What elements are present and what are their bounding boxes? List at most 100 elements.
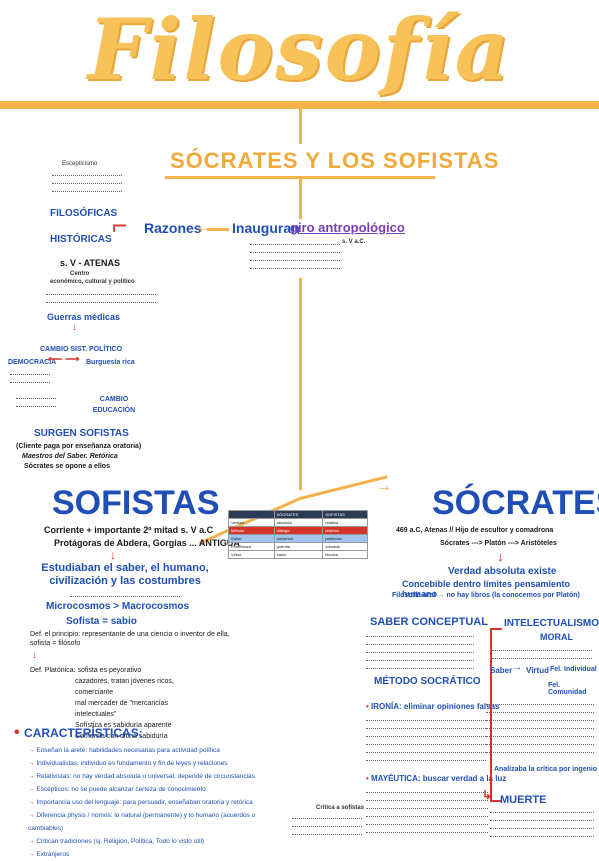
subtitle: SÓCRATES Y LOS SOFISTAS xyxy=(170,148,500,173)
def-principio: Def. el principio: representante de una … xyxy=(30,631,230,647)
felicidad: Fel. Individual xyxy=(550,666,597,673)
muerte: MUERTE xyxy=(500,794,547,806)
concebible: Concebible dentro límites pensamiento hu… xyxy=(402,579,571,599)
title-underline xyxy=(0,101,599,109)
subtitle-underline xyxy=(165,176,435,179)
table-cell: saber xyxy=(273,550,324,559)
razones-label: Razones xyxy=(144,220,202,236)
mayeutica-notes xyxy=(366,788,488,833)
razones-bracket-icon: ⌐ xyxy=(112,210,128,240)
surgen-line1: (Cliente paga por enseñanza oratoria) xyxy=(16,443,142,450)
table-cell: particular xyxy=(322,534,368,543)
def-line: mal mercader de "mercancías intelectuale… xyxy=(75,700,169,718)
table-cell: SOFISTAS xyxy=(322,510,368,519)
table-cell: gratuita xyxy=(273,542,324,551)
ironia-notes xyxy=(366,716,486,761)
sofista-sabio: Sofista = sabio xyxy=(66,616,137,627)
critica-notes xyxy=(292,814,362,835)
inauguran-label: Inauguran xyxy=(232,220,300,236)
def-platonica: Def. Platónica: sofista es peyorativo xyxy=(30,667,142,674)
list-item: → Diferencia physis / nomos: lo natural … xyxy=(28,812,256,832)
cambio-politico: CAMBIO SIST. POLÍTICO xyxy=(40,346,123,353)
list-item: → Critican tradiciones (sj. Religión, Po… xyxy=(28,838,205,845)
def-line: Sofística es sabiduría aparente xyxy=(75,722,172,729)
moral-label: MORAL xyxy=(540,632,573,642)
list-item: → Importancia uso del lenguaje: para per… xyxy=(28,799,253,806)
table-cell xyxy=(228,510,275,519)
def-line: Comercia con dicha sabiduría xyxy=(75,733,168,740)
table-cell: cobrada xyxy=(322,542,368,551)
arrow-split-icon: ⟵ ⟶ xyxy=(48,354,80,365)
socrates-line2: Sócrates ---> Platón ---> Aristóteles xyxy=(440,540,557,547)
democracia: DEMOCRACIA xyxy=(8,359,57,366)
table-cell: SÓCRATES xyxy=(273,510,324,519)
giro-notes xyxy=(250,240,340,269)
table-cell: Método xyxy=(228,526,275,535)
historicas-label: HISTÓRICAS xyxy=(50,234,112,245)
table-cell: Virtud xyxy=(228,550,275,559)
guerras-medicas: Guerras médicas xyxy=(47,312,121,322)
critica-sofistas: Critica a sofistas xyxy=(316,805,365,811)
surgen-sofistas: SURGEN SOFISTAS xyxy=(34,428,129,439)
table-cell: retórica xyxy=(322,526,368,535)
socrates-heading: SÓCRATES xyxy=(432,484,599,522)
siglo-label: s. V a.C. xyxy=(342,239,366,245)
arrow-left-sofistas-icon: ← xyxy=(178,488,194,505)
estudiaban-notes xyxy=(70,592,180,597)
subtitle-connector xyxy=(299,179,302,219)
centro-notes xyxy=(46,290,156,303)
metodo-socratico: MÉTODO SOCRÁTICO xyxy=(374,676,481,687)
list-item: → Extranjeros xyxy=(28,851,70,858)
razones-connector xyxy=(207,228,229,231)
table-cell: universal xyxy=(273,534,324,543)
comparison-table: SÓCRATES SOFISTAS Verdad absoluta relati… xyxy=(228,510,368,559)
mayeutica: • MAYÉUTICA: buscar verdad a la luz xyxy=(366,774,507,783)
estudiaban: Estudiaban el saber, el humano, civiliza… xyxy=(41,562,209,587)
escepticismo: Escepticismo xyxy=(62,161,98,167)
arrow-muerte-icon: ↳ xyxy=(482,788,493,802)
split-connector-right xyxy=(299,475,388,500)
table-cell: Enseñanza xyxy=(228,542,275,551)
arrow-left-icon: ← xyxy=(196,219,212,236)
table-cell: Saber xyxy=(228,534,275,543)
filosofia-notes xyxy=(52,172,122,192)
analizaba: Analizaba la crítica por ingenio xyxy=(494,766,598,773)
sofistas-line1: Corriente + importante 2º mitad s. V a.C xyxy=(44,525,214,535)
list-item: → Escépticos: no se puede alcanzar certe… xyxy=(28,786,206,793)
title-connector xyxy=(299,108,302,144)
list-item: → Enseñan la areté: habilidades necesari… xyxy=(28,747,220,754)
page-title: Filosofía xyxy=(87,0,512,99)
arrow-down-socrates-icon: ↓ xyxy=(497,548,504,564)
microcosmos: Microcosmos > Macrocosmos xyxy=(46,601,190,612)
surgen-line3: Sócrates se opone a ellos xyxy=(24,463,110,470)
bullet-icon: • xyxy=(14,724,25,741)
centro: Centro xyxy=(70,271,90,277)
virtud-word: Virtud xyxy=(526,666,549,675)
fel-comunidad: Fel. Comunidad xyxy=(548,682,587,696)
def-platonica-lines: cazadores, tratan jóvenes ricos, comerci… xyxy=(75,676,205,742)
sofistas-line2: Protágoras de Abdera, Gorgias ... ANTIGU… xyxy=(54,538,240,548)
caracteristicas-list: → Enseñan la areté: habilidades necesari… xyxy=(28,744,278,861)
caracteristicas-heading: • CARACTERÍSTICAS: xyxy=(14,724,143,741)
arrow-down-sofistas-icon: ↓ xyxy=(110,548,116,562)
table-cell: técnica xyxy=(322,550,368,559)
def-line: cazadores, tratan jóvenes ricos, comerci… xyxy=(75,678,174,696)
intelectualismo: INTELECTUALISMO xyxy=(504,618,599,629)
table-cell: absoluta xyxy=(273,518,324,527)
arrow-down-icon: ↓ xyxy=(72,322,77,333)
list-item: → Relativistas: no hay verdad absoluta o… xyxy=(28,773,255,780)
saber-conceptual: SABER CONCEPTUAL xyxy=(370,616,488,628)
cambio-educacion: CAMBIO EDUCACIÓN xyxy=(92,396,136,414)
center-connector xyxy=(299,278,302,490)
saber-notes xyxy=(366,632,474,669)
moral-detail xyxy=(486,700,594,753)
table-cell: diálogo xyxy=(273,526,324,535)
ironia: • IRONÍA: eliminar opiniones falsas xyxy=(366,702,500,711)
filosoficas-label: FILOSÓFICAS xyxy=(50,208,118,219)
burguesia: Burguesía rica xyxy=(86,359,135,366)
socrates-line1: 469 a.C, Atenas // Hijo de escultor y co… xyxy=(396,527,554,534)
arrow-saber-icon: → xyxy=(512,662,522,673)
saber-word: Saber xyxy=(490,666,513,675)
filosofia-oral: Filosofía oral → no hay libros (la conoc… xyxy=(392,592,580,599)
muerte-notes xyxy=(490,808,594,837)
